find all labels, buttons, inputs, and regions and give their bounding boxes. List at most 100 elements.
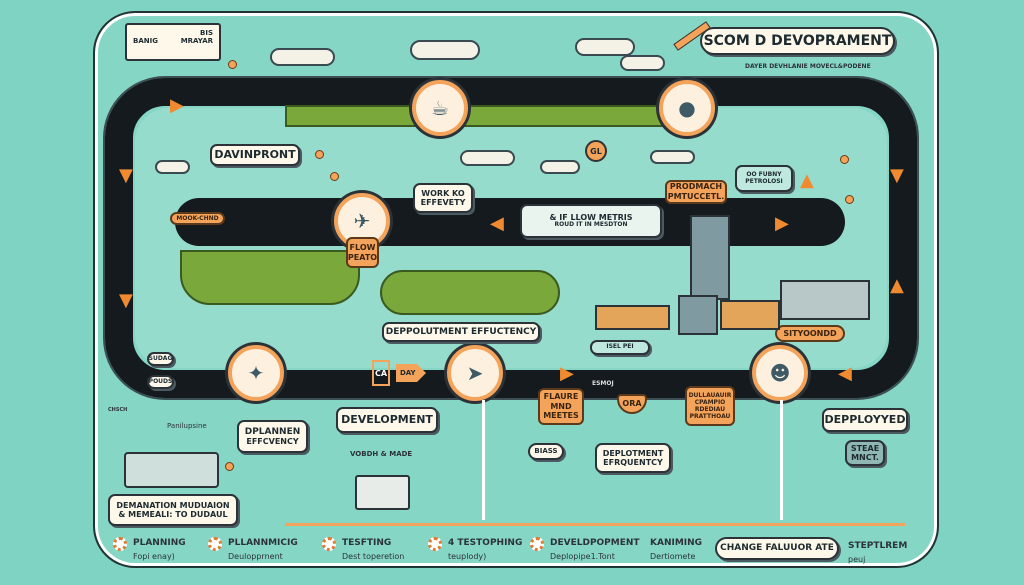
label-line: RDEDIAU: [694, 406, 726, 413]
label-line: CPAMPIO: [694, 398, 726, 406]
mid-grass-field: [380, 270, 560, 315]
person-node-icon: ●: [659, 80, 715, 136]
label-line: PRATTHOAU: [689, 413, 731, 421]
label-line: DEPLOTMENT: [602, 448, 664, 458]
esmoj-text: ESMOJ: [592, 380, 614, 387]
cloud: [270, 48, 335, 66]
development-label: DEVELOPMENT: [336, 407, 438, 433]
label-line: DULLAUAUIR: [688, 391, 732, 399]
label-line: & IF LLOW METRIS: [549, 212, 633, 222]
chsch-caption: CHSCH: [108, 407, 128, 413]
vobdh-caption: VOBDH & MADE: [350, 450, 413, 458]
isel-pei-sign: ISEL PEI: [590, 340, 650, 355]
decor-dot: [228, 60, 237, 69]
legend-title: PLANNING: [133, 538, 186, 548]
panilupsine-caption: Panilupsine: [167, 422, 207, 430]
biass-tag: BIASS: [528, 443, 564, 460]
arrow-right-icon: ▶: [560, 363, 574, 384]
decor-dot: [845, 195, 854, 204]
arrow-down-icon: ▼: [890, 165, 904, 186]
legend-sub: Dest toperetion: [342, 551, 405, 561]
bottom-connector-line: [285, 523, 905, 526]
sun-icon: [113, 537, 127, 551]
compass-node-icon: ✦: [228, 345, 284, 401]
spring-connector: [780, 400, 783, 520]
ca-tag: CA: [372, 360, 390, 386]
train-icon: [720, 300, 780, 330]
label-line: PEATO: [347, 252, 378, 262]
label-line: WORK KO: [421, 188, 465, 198]
arrow-left-icon: ◀: [490, 213, 504, 234]
legend-item: DEVELDPOPMENT Deplopipe1.Tont: [530, 537, 640, 563]
robot-node-icon: ☻: [752, 345, 808, 401]
decor-dot: [315, 150, 324, 159]
legend-title: PLLANNMICIG: [228, 538, 298, 548]
legend-title: STEPTLREM: [848, 541, 908, 551]
sun-icon: [208, 537, 222, 551]
sudag-card: SUDAG: [147, 352, 174, 366]
laptop-icon: [355, 475, 410, 510]
ora-tag: ORA: [617, 394, 647, 414]
left-grass-field: [180, 250, 360, 305]
label-line: OO FUBNY: [746, 170, 782, 178]
coffee-cup-node-icon: ☕: [412, 80, 468, 136]
arrow-up-icon: ▲: [890, 275, 904, 296]
legend-item: PLANNING Fopi enay): [113, 537, 186, 563]
legend-title: TESFTING: [342, 538, 392, 548]
diagram-subtitle: DAYER DEVHLANIE MOVECL&PODENE: [745, 63, 871, 70]
devices-icon: [124, 452, 219, 488]
city-building-icon: [690, 215, 730, 300]
arrow-left-icon: ◀: [838, 363, 852, 384]
legend-sub: Dertiomete: [650, 551, 696, 561]
legend-item: 4 TESTOPHING teuplody): [428, 537, 522, 563]
sun-icon: [428, 537, 442, 551]
legend-title: DEVELDPOPMENT: [550, 538, 640, 548]
cloud: [650, 150, 695, 164]
shuttle-node-icon: ➤: [447, 345, 503, 401]
bridge-icon: [780, 280, 870, 320]
label-line: EFRQUENTCY: [603, 458, 663, 467]
label-line: PMTUCCETL.: [667, 192, 725, 201]
cloud: [575, 38, 635, 56]
legend-item: TESFTING Dest toperetion: [322, 537, 404, 563]
label-line: DEMANATION MUDUAION: [116, 500, 230, 510]
sun-icon: [530, 537, 544, 551]
label-line: & MEMEALI: TO DUDAUL: [118, 510, 228, 519]
deployment-efficiency-label: DEPPOLUTMENT EFFUCTENCY: [382, 322, 540, 342]
decor-dot: [225, 462, 234, 471]
label-line: DPLANNEN: [244, 426, 301, 437]
cloud: [155, 160, 190, 174]
legend-title: 4 TESTOPHING: [448, 538, 523, 548]
legend-sub: Deplopipe1.Tont: [550, 551, 615, 561]
decor-dot: [330, 172, 339, 181]
label-line: ROUD IT IN MESDTON: [554, 221, 628, 229]
monitor-text: MRAYAR: [180, 37, 213, 45]
cloud: [410, 40, 480, 60]
legend-sub: Fopi enay): [133, 551, 175, 561]
legend-sub: Deulopprnent: [228, 551, 283, 561]
decor-dot: [840, 155, 849, 164]
label-line: STEAE: [850, 443, 880, 453]
arrow-right-icon: ▶: [775, 213, 789, 234]
legend-sub: teuplody): [448, 551, 487, 561]
label-line: MNCT.: [851, 453, 879, 462]
label-line: FLAURE: [543, 392, 579, 402]
label-line: MND: [550, 401, 572, 411]
legend-item: PLLANNMICIG Deulopprnent: [208, 537, 298, 563]
demanation-label: DEMANATION MUDUAION& MEMEALI: TO DUDAUL: [108, 494, 238, 526]
middle-track: [175, 198, 845, 246]
label-line: PRODMACH: [669, 182, 723, 192]
pouds-card: POUDS: [147, 375, 174, 389]
monitor-text: BIS: [200, 29, 213, 37]
